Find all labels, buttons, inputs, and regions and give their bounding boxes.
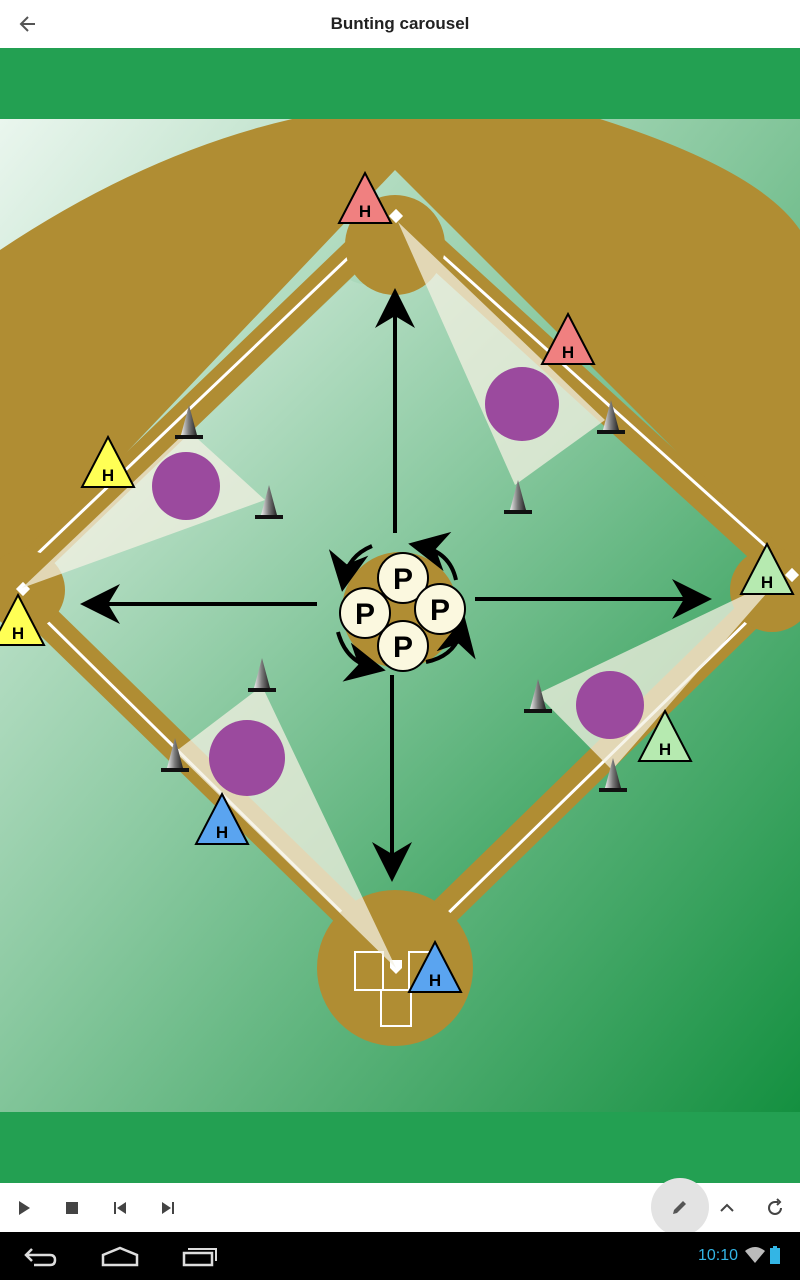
home-icon xyxy=(101,1246,139,1267)
stop-icon xyxy=(66,1201,78,1214)
rotation-arrow xyxy=(336,631,386,682)
svg-text:H: H xyxy=(216,823,228,842)
hitter-marker: H xyxy=(0,592,46,646)
foul-line-right xyxy=(393,568,800,967)
target-zone-right xyxy=(576,671,644,739)
nav-back-button[interactable] xyxy=(0,1232,80,1280)
cone-icon xyxy=(248,658,276,692)
field-diagram: P P P P H H H H H H H H xyxy=(0,119,800,1112)
next-button[interactable] xyxy=(144,1183,192,1232)
svg-text:H: H xyxy=(429,971,441,990)
svg-text:H: H xyxy=(562,343,574,362)
app-bar: Bunting carousel xyxy=(0,0,800,48)
base-path-2b-right xyxy=(384,203,800,587)
svg-text:H: H xyxy=(659,740,671,759)
loop-button[interactable] xyxy=(751,1183,799,1232)
hitter-marker: H xyxy=(637,708,693,762)
back-button[interactable] xyxy=(12,8,44,40)
system-nav-bar: 10:10 xyxy=(0,1232,800,1280)
status-icons xyxy=(744,1246,781,1264)
pencil-icon xyxy=(673,1201,686,1214)
svg-text:H: H xyxy=(12,624,24,643)
svg-text:H: H xyxy=(102,466,114,485)
cone-icon xyxy=(597,400,625,434)
pitcher-marker: P xyxy=(377,620,429,672)
back-icon xyxy=(24,1248,57,1267)
arrow-left-icon xyxy=(19,16,35,32)
page-title: Bunting carousel xyxy=(330,14,470,33)
skip-next-icon xyxy=(162,1201,174,1214)
previous-button[interactable] xyxy=(96,1183,144,1232)
hitter-marker: H xyxy=(540,311,596,365)
baseline-2b-3b xyxy=(8,213,395,582)
recents-icon xyxy=(182,1248,217,1267)
first-base xyxy=(784,567,800,583)
hitter-marker: H xyxy=(739,541,795,595)
nav-recents-button[interactable] xyxy=(160,1232,240,1280)
bottom-green-band xyxy=(0,1112,800,1183)
cone-icon xyxy=(504,480,532,514)
svg-text:P: P xyxy=(393,563,413,596)
edit-button[interactable] xyxy=(651,1178,709,1236)
play-icon xyxy=(19,1200,30,1215)
top-green-band xyxy=(0,48,800,119)
loop-icon xyxy=(768,1197,782,1215)
svg-text:H: H xyxy=(359,202,371,221)
svg-text:H: H xyxy=(761,573,773,592)
svg-text:P: P xyxy=(355,598,375,631)
battery-icon xyxy=(770,1246,781,1264)
rotation-arrow xyxy=(425,616,476,664)
chevron-up-icon xyxy=(720,1203,734,1212)
cone-icon xyxy=(161,738,189,772)
cone-icon xyxy=(599,758,627,792)
rotation-arrow xyxy=(328,544,373,592)
baseline-2b-1b xyxy=(395,213,792,570)
target-zone-left xyxy=(152,452,220,520)
hitter-marker: H xyxy=(337,170,393,224)
svg-text:P: P xyxy=(430,594,450,627)
hitter-marker: H xyxy=(407,939,463,993)
pitcher-marker: P xyxy=(414,583,466,635)
nav-home-button[interactable] xyxy=(80,1232,160,1280)
catchers-box xyxy=(380,989,412,1027)
outfield-dirt-arc xyxy=(0,119,800,580)
rotation-arrow xyxy=(408,531,458,581)
expand-button[interactable] xyxy=(703,1183,751,1232)
base-path-2b-left xyxy=(0,204,406,596)
pitcher-marker: P xyxy=(339,587,391,639)
skip-previous-icon xyxy=(114,1201,126,1214)
target-zone-top-right xyxy=(485,367,559,441)
cone-icon xyxy=(175,405,203,439)
cone-icon xyxy=(255,485,283,519)
hitter-marker: H xyxy=(194,791,250,845)
batters-box-left xyxy=(354,951,384,991)
status-clock: 10:10 xyxy=(698,1247,739,1264)
svg-text:P: P xyxy=(393,631,413,664)
wifi-icon xyxy=(745,1247,765,1263)
pitcher-marker: P xyxy=(377,552,429,604)
play-button[interactable] xyxy=(0,1183,48,1232)
stop-button[interactable] xyxy=(48,1183,96,1232)
pitchers-mound xyxy=(342,552,458,668)
second-base xyxy=(388,208,404,224)
hitter-marker: H xyxy=(80,434,136,488)
target-zone-bottom-left xyxy=(209,720,285,796)
cone-icon xyxy=(524,679,552,713)
